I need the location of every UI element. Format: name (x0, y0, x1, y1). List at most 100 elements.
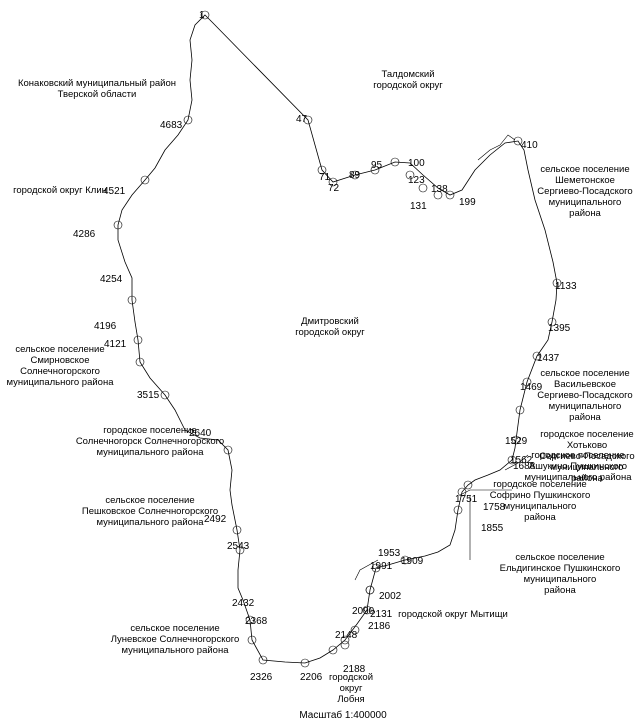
region-label-line: Тверской области (58, 89, 137, 100)
point-marker (113, 220, 123, 230)
point-marker (453, 505, 463, 515)
region-label-line: муниципального района (96, 517, 204, 528)
point-label: 2148 (335, 630, 358, 641)
region-label-line: городское поселение (540, 429, 633, 440)
point-label: 1133 (555, 281, 577, 292)
point-label: 1395 (548, 323, 571, 334)
region-label-line: муниципального района (96, 447, 204, 458)
region-label-line: Солнечногорского (20, 366, 100, 377)
outer-boundary-detail (354, 134, 529, 581)
point-marker (303, 115, 313, 125)
region-label-line: Луневское Солнечногорского (111, 634, 240, 645)
point-marker (515, 405, 525, 415)
point-label: 1688 (513, 461, 536, 472)
point-marker (552, 278, 562, 288)
region-label-line: городской округ Клин (13, 185, 107, 196)
point-label: 3515 (137, 390, 160, 401)
point-label: 2186 (368, 621, 391, 632)
region-label-line: района (544, 585, 576, 596)
point-label: 199 (459, 197, 476, 208)
region-label-line: района (571, 473, 603, 484)
region-label-line: муниципального района (6, 377, 114, 388)
point-marker (235, 545, 245, 555)
point-label: 1953 (378, 548, 401, 559)
region-label-line: муниципального района (524, 472, 632, 483)
region-label-mytishchi: городской округ Мытищи (398, 609, 508, 620)
region-label-line: Васильевское (554, 379, 616, 390)
point-label: 4254 (100, 274, 123, 285)
point-marker (258, 655, 268, 665)
point-marker (457, 487, 467, 497)
region-label-line: округ (340, 683, 363, 694)
point-marker (300, 658, 310, 668)
point-label: 1855 (481, 523, 504, 534)
point-label: 4196 (94, 321, 117, 332)
region-label-line: сельское поселение (540, 164, 629, 175)
point-marker (522, 377, 532, 387)
point-label: 100 (408, 158, 425, 169)
point-label: 1437 (537, 353, 560, 364)
point-label: 131 (410, 201, 427, 212)
point-marker (232, 525, 242, 535)
point-label: 1909 (401, 556, 424, 567)
point-label: 95 (371, 160, 383, 171)
point-label: 71 (319, 172, 331, 183)
region-label-line: района (524, 512, 556, 523)
region-label-line: Ашукино Пушкинского (529, 461, 627, 472)
point-marker (350, 625, 360, 635)
point-marker (200, 10, 210, 20)
region-label-line: городской округ (295, 327, 365, 338)
region-label-line: городское поселение (103, 425, 196, 436)
point-label: 2188 (343, 664, 366, 675)
point-marker (140, 175, 150, 185)
point-label: 410 (521, 140, 538, 151)
region-label-line: района (569, 412, 601, 423)
region-label-line: Ельдигинское Пушкинского (500, 563, 621, 574)
point-marker (223, 445, 233, 455)
point-marker (160, 390, 170, 400)
point-markers (113, 10, 562, 668)
point-marker (328, 177, 338, 187)
region-label-line: Софрино Пушкинского (490, 490, 590, 501)
point-marker (513, 136, 523, 146)
region-label-line: сельское поселение (130, 623, 219, 634)
region-label-line: городской округ Мытищи (398, 609, 508, 620)
point-marker (511, 435, 521, 445)
region-label-line: городской (329, 672, 373, 683)
region-label-line: сельское поселение (15, 344, 104, 355)
point-label: 2090 (352, 606, 375, 617)
region-label-line: сельское поселение (515, 552, 604, 563)
region-label-line: Лобня (337, 694, 364, 705)
point-label: 1991 (370, 561, 393, 572)
point-marker (507, 455, 517, 465)
region-label-line: муниципального (551, 462, 624, 473)
point-label: 2543 (227, 541, 250, 552)
point-label: 47 (296, 114, 308, 125)
point-marker (350, 170, 360, 180)
point-marker (463, 480, 473, 490)
point-label: 2002 (379, 591, 402, 602)
district-boundary (117, 14, 558, 664)
point-marker (340, 635, 350, 645)
region-label-line: Сергиево-Посадского (537, 186, 632, 197)
region-label-line: Конаковский муниципальный район (18, 78, 176, 89)
region-label-line: Пешковское Солнечногорского (82, 506, 218, 517)
scale-label: Масштаб 1:400000 (299, 709, 387, 721)
point-marker (405, 170, 415, 180)
point-marker (445, 190, 455, 200)
region-label-line: Смирновское (30, 355, 89, 366)
point-marker (133, 335, 143, 345)
point-marker (135, 357, 145, 367)
point-label: 89 (349, 170, 361, 181)
point-marker (370, 165, 380, 175)
